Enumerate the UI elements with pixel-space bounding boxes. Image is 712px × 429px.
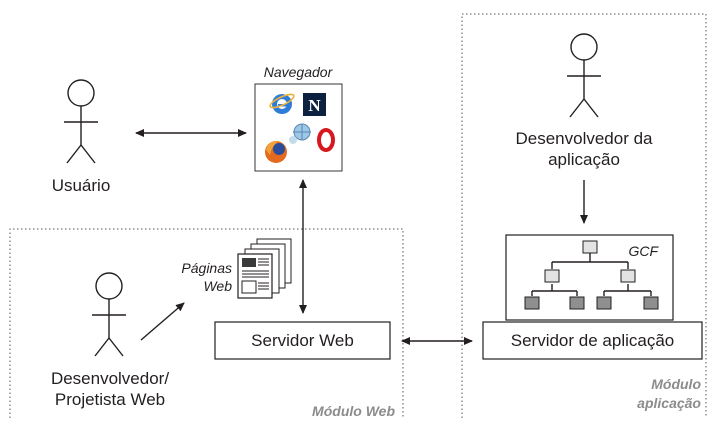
navegador-label: Navegador xyxy=(264,64,334,80)
gcf-node xyxy=(620,269,636,283)
gcf-label: GCF xyxy=(628,243,659,259)
navegador-box: N xyxy=(254,83,343,172)
gcf-node xyxy=(544,269,560,283)
paginas-label-line2: Web xyxy=(203,278,232,294)
gcf-node-leaf xyxy=(524,296,540,310)
projetista-label-line1: Desenvolvedor/ xyxy=(51,369,169,388)
gcf-node-leaf xyxy=(643,296,659,310)
servidor-web-label: Servidor Web xyxy=(251,331,354,350)
browser-icon xyxy=(289,123,311,144)
desenvolvedor-app-actor xyxy=(567,33,601,118)
projetista-label-line2: Projetista Web xyxy=(55,390,165,409)
gcf-tree xyxy=(524,240,659,310)
paginas-label-line1: Páginas xyxy=(181,260,232,276)
projetista-paginas-arrow xyxy=(140,302,185,341)
gcf-node-leaf xyxy=(569,296,585,310)
modulo-aplicacao-label-line2: aplicação xyxy=(637,395,701,411)
usuario-actor xyxy=(64,79,98,164)
modulo-web-region xyxy=(9,228,404,418)
usuario-label: Usuário xyxy=(52,176,111,195)
netscape-icon: N xyxy=(303,93,326,116)
gcf-node-root xyxy=(582,240,598,254)
opera-icon xyxy=(317,128,335,152)
desenvolvedor-app-label-line2: aplicação xyxy=(548,150,620,169)
servidor-aplicacao-box xyxy=(482,321,703,360)
desenvolvedor-app-label-line1: Desenvolvedor da xyxy=(515,129,653,148)
paginas-web-icon xyxy=(237,238,292,299)
modulo-web-label: Módulo Web xyxy=(312,403,395,419)
projetista-actor xyxy=(92,272,126,357)
gcf-node-leaf xyxy=(596,296,612,310)
internet-explorer-icon xyxy=(269,93,295,114)
modulo-aplicacao-label-line1: Módulo xyxy=(651,376,701,392)
svg-text:N: N xyxy=(308,96,321,115)
servidor-aplicacao-label: Servidor de aplicação xyxy=(511,331,674,350)
firefox-icon xyxy=(265,140,287,163)
servidor-web-box xyxy=(214,321,391,360)
